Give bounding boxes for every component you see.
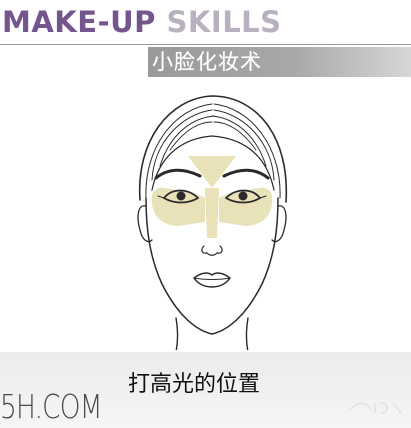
header-divider (0, 44, 411, 45)
nose-highlight (205, 188, 219, 238)
title-skills: SKILLS (166, 5, 282, 39)
hairline (151, 135, 275, 191)
caption-band (0, 352, 411, 428)
highlight-zones (151, 156, 273, 238)
face-lines (137, 95, 288, 353)
caption: 打高光的位置 (128, 372, 261, 397)
site-watermark: 5H.COM (0, 387, 103, 426)
forehead-highlight (188, 156, 236, 188)
face-illustration (0, 80, 411, 353)
faint-logo-mark (348, 402, 402, 414)
nose (201, 245, 223, 256)
left-eye (163, 189, 199, 204)
right-eyebrow (222, 168, 270, 180)
subtitle-bar (148, 47, 411, 77)
lips (193, 272, 231, 288)
header: MAKE-UP SKILLS 小脸化妆术 (0, 0, 411, 80)
left-eyebrow (154, 168, 202, 180)
hair-outline (138, 95, 288, 203)
title-make-up: MAKE-UP (2, 5, 156, 39)
page-title: MAKE-UP SKILLS (2, 8, 282, 37)
neck (175, 317, 179, 353)
face-outline (145, 197, 279, 335)
right-eye (225, 189, 261, 204)
subtitle: 小脸化妆术 (152, 50, 262, 74)
